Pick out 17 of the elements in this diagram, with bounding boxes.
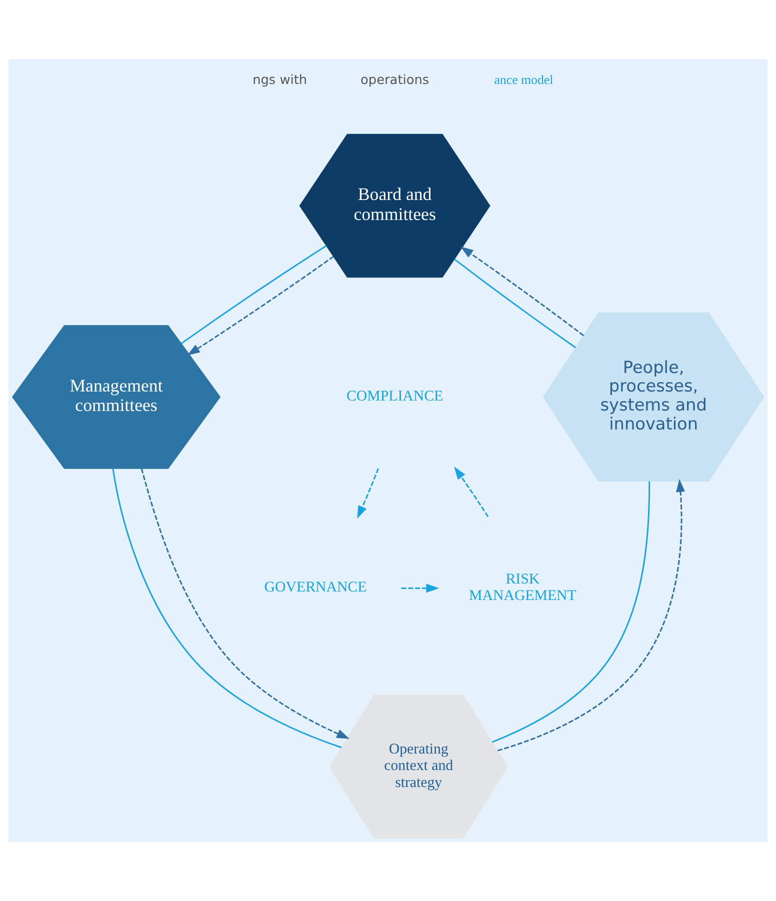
label: ngs with [252,73,308,88]
arrow [497,479,686,752]
node-text: GOVERNANCE [264,580,367,596]
node-text: COMPLIANCE [346,388,444,404]
arrow [460,246,584,336]
node-text: RISK MANAGEMENT [469,571,576,604]
connector [492,481,650,743]
connector [180,245,327,344]
label: ance model [494,73,554,88]
arrow [357,468,379,519]
arrow [401,584,440,593]
arrow [187,256,334,356]
arrow [140,468,350,739]
label: operations [360,73,430,88]
arrow [454,466,489,518]
connector [112,468,342,748]
connector [454,258,576,348]
